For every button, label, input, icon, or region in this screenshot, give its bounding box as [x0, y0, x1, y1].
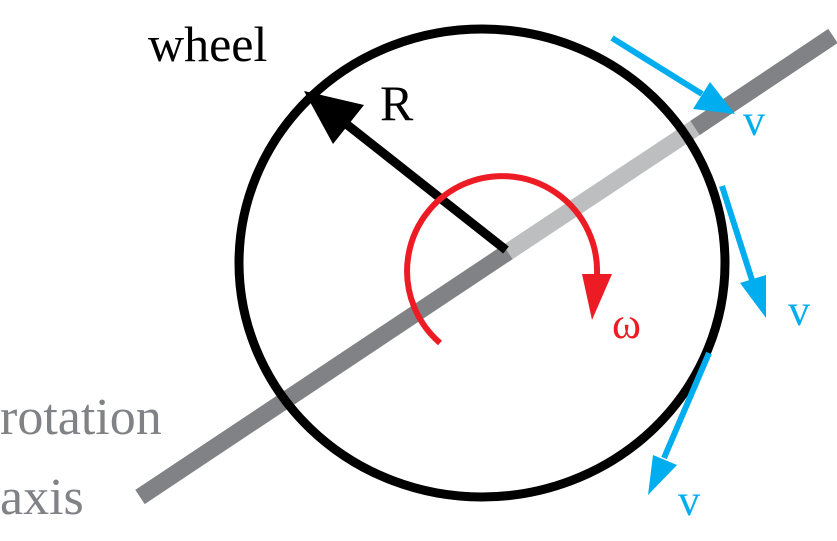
rotation-arrow [404, 173, 612, 346]
rotation-axis-middle [503, 120, 700, 260]
velocity-arrow-bottom [648, 351, 712, 495]
rotation-axis-label-line2: axis [0, 469, 84, 526]
velocity-label-bottom: v [678, 476, 700, 525]
velocity-label-top: v [743, 96, 765, 145]
wheel-label: wheel [148, 16, 267, 72]
omega-label: ω [612, 299, 641, 348]
radius-label: R [380, 75, 414, 131]
velocity-arrow-top [610, 35, 735, 114]
velocity-label-right: v [788, 286, 810, 335]
rotation-axis-front [690, 28, 837, 136]
velocity-arrow-right [719, 185, 766, 318]
rotation-axis-back [135, 244, 513, 505]
rotation-axis-label-line1: rotation [0, 389, 162, 446]
radius-arrow [304, 91, 509, 254]
wheel-circle [234, 24, 730, 502]
